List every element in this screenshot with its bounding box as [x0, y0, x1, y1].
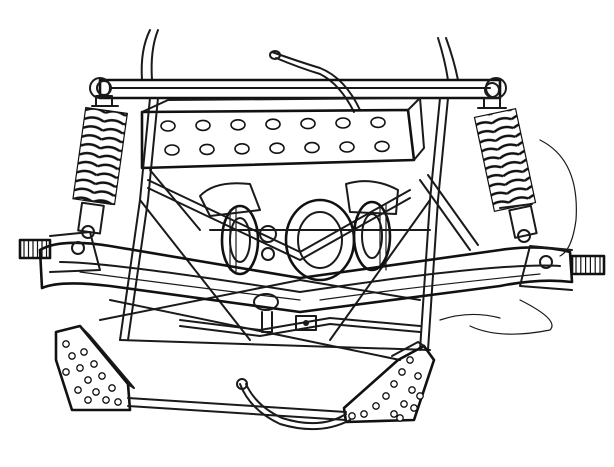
- bracket-hole: [390, 380, 398, 388]
- upper-crossmember: [89, 77, 507, 100]
- bracket-hole: [98, 372, 106, 380]
- panel-hole: [370, 116, 386, 129]
- panel-hole: [164, 144, 180, 156]
- bracket-hole: [114, 398, 122, 406]
- bracket-hole: [62, 340, 70, 348]
- panel-hole: [269, 142, 285, 154]
- bracket-hole: [396, 414, 404, 422]
- bracket-hole: [348, 412, 356, 420]
- panel-hole: [195, 119, 211, 132]
- bracket-hole: [84, 376, 92, 384]
- bracket-hole: [90, 360, 98, 368]
- bracket-hole: [400, 400, 408, 408]
- brake-pipe-bottom: [236, 378, 351, 431]
- bracket-hole: [84, 396, 92, 404]
- panel-hole: [230, 119, 246, 131]
- panel-hole: [374, 140, 390, 153]
- bracket-hole: [408, 386, 416, 394]
- right-hub-spline: [519, 245, 606, 291]
- bracket-hole: [92, 388, 100, 396]
- inboard-brake-discs: [229, 203, 387, 275]
- panel-hole: [199, 143, 215, 156]
- panel-hole: [304, 141, 320, 154]
- perforated-panel: [140, 97, 425, 170]
- bracket-hole: [398, 368, 406, 376]
- roll-hoop: [140, 29, 459, 81]
- lower-crossbar: [127, 397, 347, 421]
- bracket-hole: [62, 368, 70, 376]
- bracket-hole: [382, 392, 390, 400]
- panel-hole: [335, 117, 351, 129]
- right-lower-bracket: [342, 341, 436, 424]
- bracket-hole: [406, 356, 414, 364]
- right-coilover-shock: [473, 82, 538, 243]
- bracket-hole: [68, 352, 76, 360]
- bracket-hole: [416, 392, 424, 400]
- left-hub-spline: [18, 231, 101, 273]
- panel-hole: [339, 141, 355, 153]
- bracket-hole: [108, 384, 116, 392]
- bracket-hole: [102, 396, 110, 404]
- panel-hole: [160, 120, 176, 132]
- bracket-hole: [74, 386, 82, 394]
- watts-linkage: [179, 315, 421, 337]
- bodywork-outline-right: [439, 139, 577, 335]
- panel-hole: [265, 118, 281, 130]
- left-coilover-shock: [72, 80, 129, 239]
- bracket-hole: [414, 372, 422, 380]
- bracket-hole: [390, 410, 398, 418]
- bracket-hole: [76, 364, 84, 372]
- bracket-hole: [80, 348, 88, 356]
- bracket-hole: [372, 402, 380, 410]
- bracket-hole: [360, 410, 368, 418]
- panel-hole: [300, 117, 316, 130]
- bracket-hole: [410, 404, 418, 412]
- panel-hole: [234, 143, 250, 155]
- brake-pipe-top: [269, 50, 361, 113]
- left-lower-bracket: [54, 324, 135, 412]
